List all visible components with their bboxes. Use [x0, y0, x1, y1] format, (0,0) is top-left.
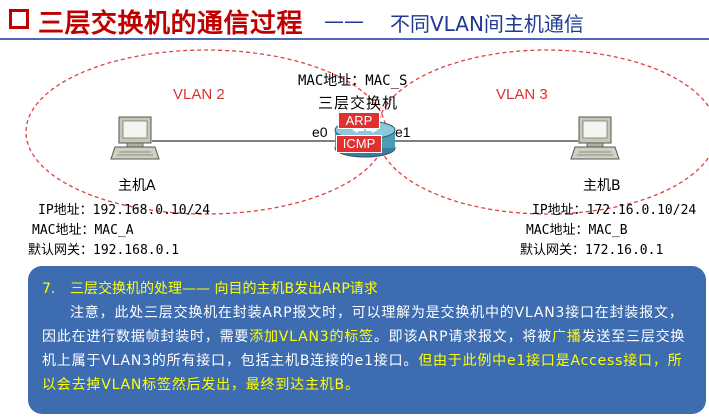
switch-name-label: 三层交换机: [318, 92, 398, 113]
step-heading: 7.三层交换机的处理—— 向目的主机B发出ARP请求: [42, 278, 694, 300]
vlan3-label: VLAN 3: [496, 86, 548, 103]
vlan2-label: VLAN 2: [173, 86, 225, 103]
vlan3-boundary: [377, 50, 709, 214]
host-b-ip: IP地址：172.16.0.10/24: [532, 199, 696, 218]
highlight-add-vlan3-tag: 添加VLAN3的标签: [249, 329, 374, 345]
host-a-gateway: 默认网关：192.168.0.1: [28, 239, 179, 258]
port-e0-label: e0: [312, 124, 328, 140]
title-separator: ——: [324, 9, 364, 33]
host-a-computer-icon: [111, 117, 159, 159]
title-bar: 三层交换机的通信过程 —— 不同VLAN间主机通信: [0, 0, 709, 40]
icmp-tag: ICMP: [336, 135, 382, 153]
arp-tag: ARP: [338, 112, 380, 129]
step-title: 三层交换机的处理—— 向目的主机B发出ARP请求: [70, 281, 378, 297]
host-b-name: 主机B: [583, 175, 621, 195]
explanation-text: 注意，此处三层交换机在封装ARP报文时，可以理解为是交换机中的VLAN3接口在封…: [42, 301, 694, 397]
host-a-mac: MAC地址：MAC_A: [32, 219, 134, 238]
title-bullet-icon: [9, 9, 29, 29]
port-e1-label: e1: [395, 124, 411, 140]
explanation-part-2: 。即该ARP请求报文，将被: [374, 329, 552, 345]
host-b-gateway: 默认网关：172.16.0.1: [520, 239, 663, 258]
step-number: 7.: [42, 278, 70, 300]
highlight-broadcast: 广播: [552, 329, 582, 345]
switch-mac-label: MAC地址：MAC_S: [298, 70, 407, 90]
host-b-computer-icon: [571, 117, 619, 159]
explanation-panel: 7.三层交换机的处理—— 向目的主机B发出ARP请求 注意，此处三层交换机在封装…: [28, 266, 706, 414]
host-a-ip: IP地址：192.168.0.10/24: [38, 199, 210, 218]
host-a-name: 主机A: [118, 175, 156, 195]
page-subtitle: 不同VLAN间主机通信: [390, 8, 584, 37]
host-b-mac: MAC地址：MAC_B: [526, 219, 628, 238]
page-title: 三层交换机的通信过程: [38, 3, 303, 40]
